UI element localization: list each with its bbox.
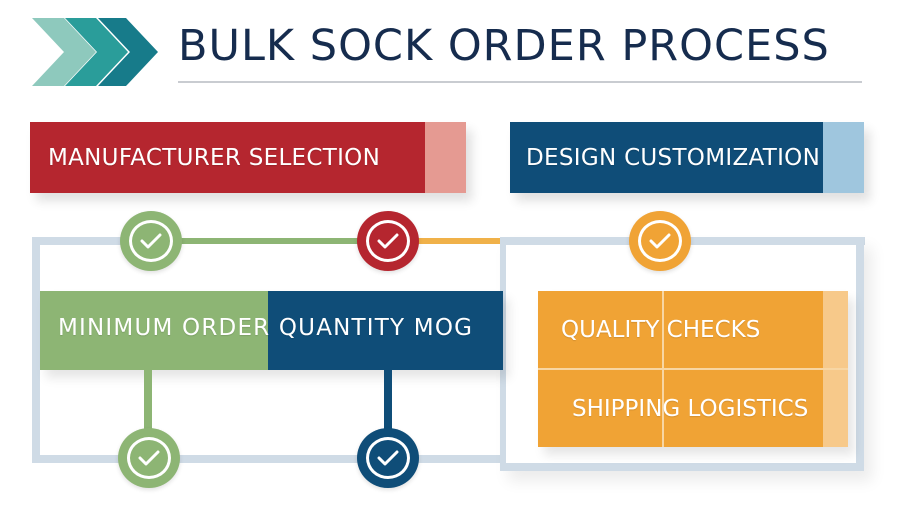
timeline-node-3	[629, 211, 691, 271]
step-quality-checks: QUALITY CHECKS	[561, 317, 761, 343]
timeline-node-4	[118, 428, 180, 488]
timeline-node-2	[357, 211, 419, 271]
step-label: MANUFACTURER SELECTION	[48, 144, 381, 171]
title-divider	[178, 81, 862, 83]
checkmark-icon	[140, 233, 162, 249]
grid-divider-horizontal	[538, 368, 848, 370]
checkmark-icon	[649, 233, 671, 249]
left-frame-bottom	[32, 455, 502, 463]
moq-navy-segment	[268, 291, 503, 370]
page-title: BULK SOCK ORDER PROCESS	[178, 21, 830, 71]
connector-navy	[384, 370, 392, 432]
step-minimum-order-quantity: MINIMUM ORDER QUANTITY MOG	[40, 291, 503, 370]
step-label: DESIGN CUSTOMIZATION	[526, 144, 821, 171]
grid-divider-vertical	[662, 291, 664, 447]
left-frame-vertical	[32, 237, 40, 462]
step-design-customization: DESIGN CUSTOMIZATION	[510, 122, 864, 193]
connector-green	[144, 370, 152, 432]
checkmark-icon	[138, 450, 160, 466]
quality-shipping-grid: QUALITY CHECKS SHIPPING LOGISTICS	[538, 291, 848, 447]
moq-green-segment	[40, 291, 268, 370]
step-label: MINIMUM ORDER QUANTITY MOG	[58, 315, 474, 341]
checkmark-icon	[377, 450, 399, 466]
step-shipping-logistics: SHIPPING LOGISTICS	[572, 396, 809, 422]
step-accent	[823, 122, 864, 193]
timeline-node-1	[120, 211, 182, 271]
timeline-node-5	[357, 428, 419, 488]
timeline-line-green	[180, 238, 360, 244]
checkmark-icon	[377, 233, 399, 249]
triple-chevron-right-icon	[32, 18, 158, 86]
timeline-frame-left	[32, 237, 124, 245]
step-accent	[425, 122, 466, 193]
step-manufacturer-selection: MANUFACTURER SELECTION	[30, 122, 466, 193]
